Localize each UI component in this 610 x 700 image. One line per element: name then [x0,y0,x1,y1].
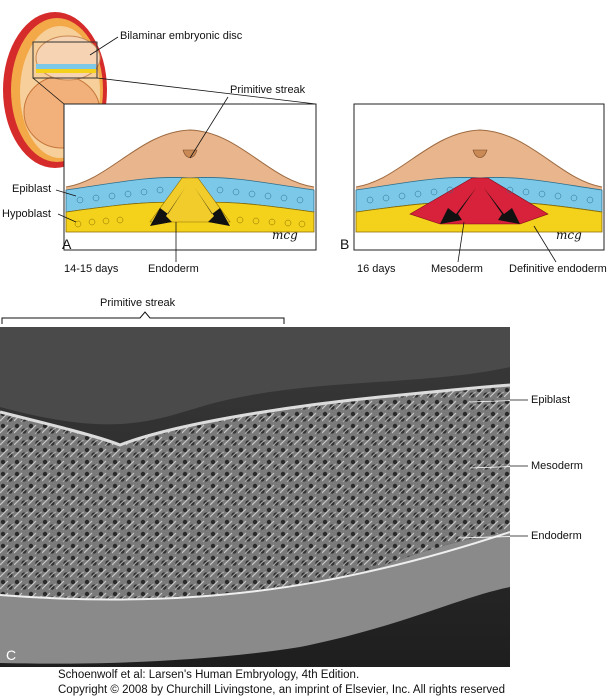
credit-line-2: Copyright © 2008 by Churchill Livingston… [58,684,505,696]
label-hypoblast-a: Hypoblast [2,208,51,220]
label-mesoderm-c: Mesoderm [531,460,583,472]
label-endoderm-a: Endoderm [148,263,199,275]
panel-letter-c: C [6,647,17,663]
label-primitive-streak-c: Primitive streak [100,297,176,309]
panel-letter-a: A [62,236,72,252]
credit-line-1: Schoenwolf et al: Larsen's Human Embryol… [58,669,360,681]
label-definitive-endoderm-b: Definitive endoderm [509,263,607,275]
label-epiblast-a: Epiblast [12,183,52,195]
label-days-a: 14-15 days [64,263,119,275]
label-mesoderm-b: Mesoderm [431,263,483,275]
label-bilaminar-disc: Bilaminar embryonic disc [120,30,243,42]
panel-letter-b: B [340,236,350,252]
diagram-illustrations [1,12,605,324]
illustrator-signature-b: mcg [556,228,582,242]
label-epiblast-c: Epiblast [531,394,571,406]
label-days-b: 16 days [357,263,396,275]
label-primitive-streak-a: Primitive streak [230,84,306,96]
illustrator-signature-a: mcg [272,228,298,242]
primitive-streak-bracket [1,311,285,324]
sem-micrograph [0,327,510,667]
panel-a-diagram [55,96,317,262]
label-endoderm-c: Endoderm [531,530,582,542]
panel-b-diagram [353,103,605,263]
